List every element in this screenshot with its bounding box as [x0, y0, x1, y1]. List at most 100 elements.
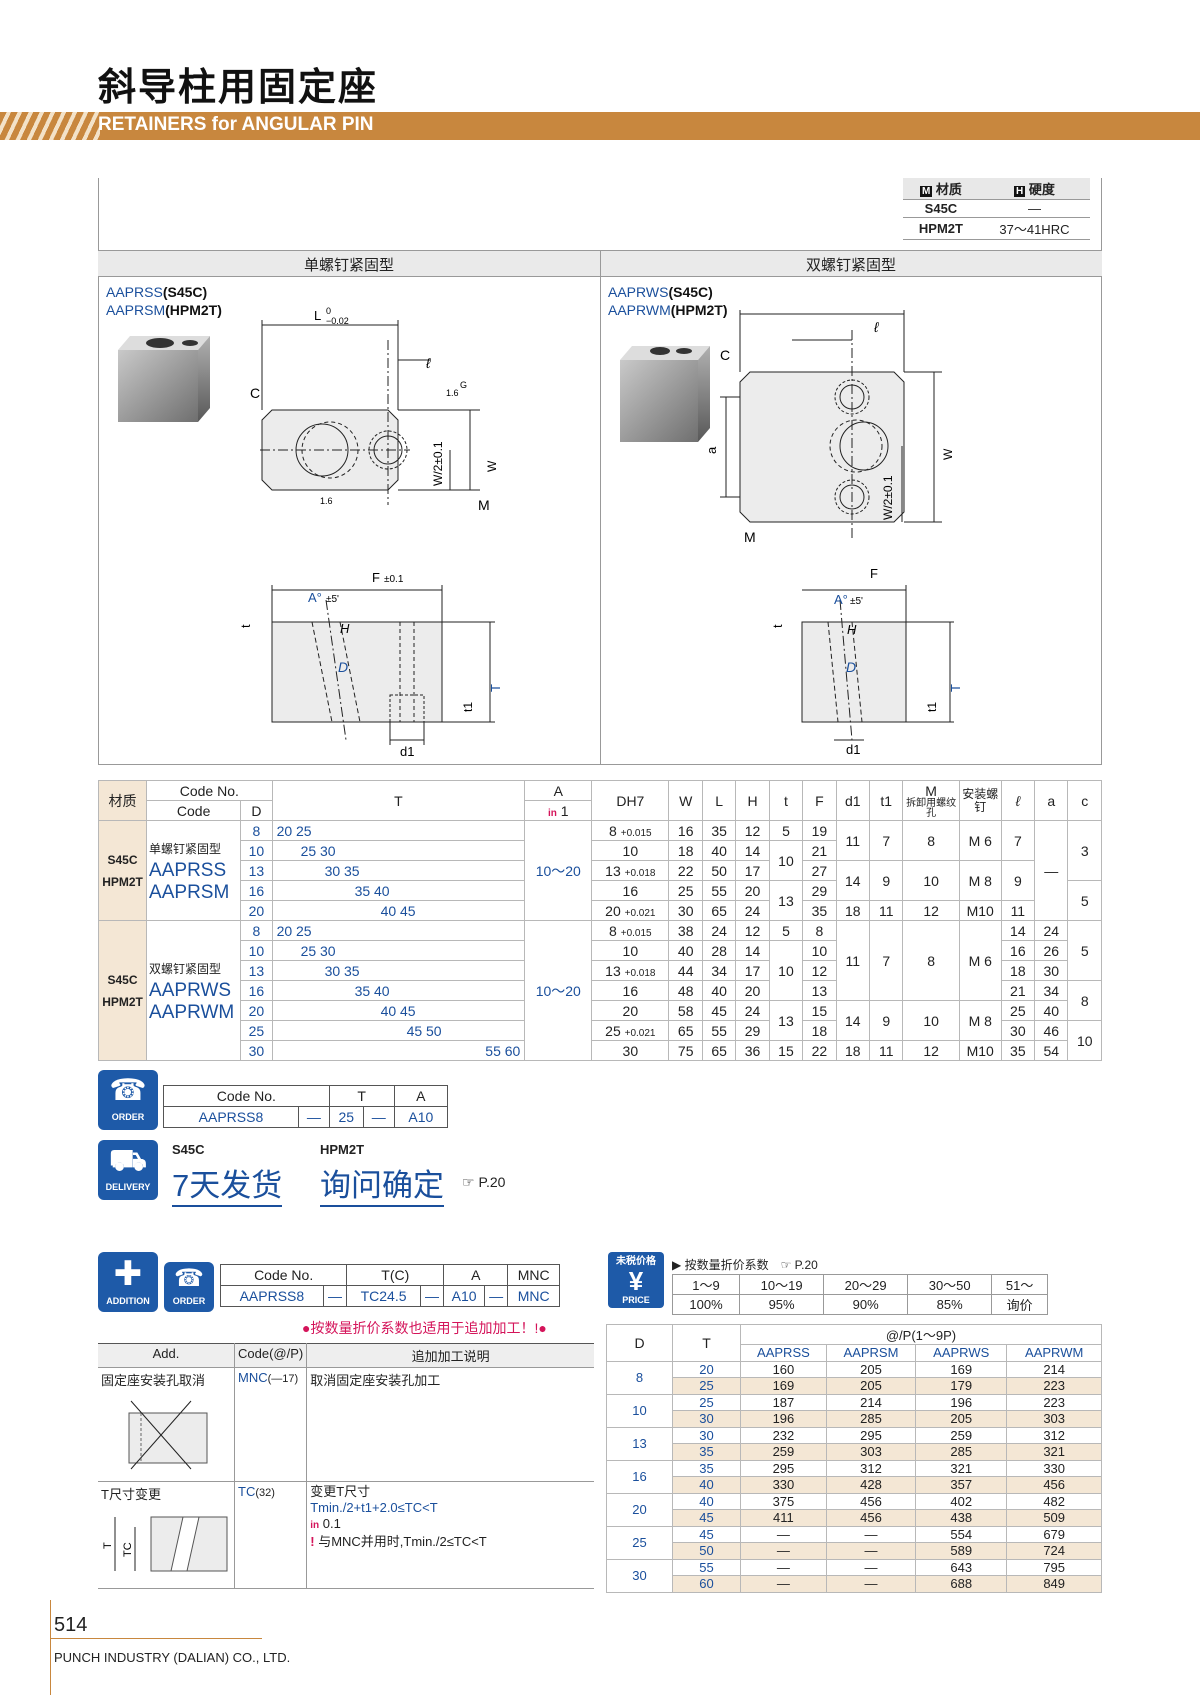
h-L: L [701, 780, 737, 821]
code: AAPRWM [608, 302, 671, 318]
company-name: PUNCH INDUSTRY (DALIAN) CO., LTD. [54, 1650, 291, 1665]
tol: +0.018 [624, 967, 656, 979]
add-desc1: 变更T尺寸 [310, 1484, 371, 1499]
price-cell: 456 [825, 1492, 917, 1510]
price-T-cell: 55 [672, 1558, 741, 1576]
disc-qty: 20～29 [823, 1274, 909, 1295]
price-cell: — [740, 1525, 827, 1543]
add-h: A [443, 1264, 509, 1286]
double-codes: AAPRWS(S45C) AAPRWM(HPM2T) [608, 283, 728, 319]
side-view [801, 585, 954, 741]
add-v: TC24.5 [346, 1285, 421, 1307]
double-drawing: L ℓ C M a W/2±0.1 W F A° ±5' H D t T t1 … [620, 300, 963, 757]
L-cell: 28 [701, 940, 737, 961]
d1-cell: 11 [835, 920, 871, 1001]
m-icon: M [919, 186, 933, 197]
F-cell: 22 [802, 1040, 837, 1061]
dim-A-tol: ±5' [850, 596, 863, 607]
F-cell: 10 [802, 940, 837, 961]
price-cell: 312 [1006, 1426, 1102, 1444]
price-T-cell: 50 [672, 1542, 741, 1560]
delivery-inquire: 询问确定 [320, 1160, 444, 1207]
add-v: A10 [443, 1285, 485, 1307]
t-cell: 5 [768, 820, 804, 841]
delivery-days: 7天发货 [172, 1160, 283, 1207]
l-cell: 25 [1000, 1000, 1036, 1021]
add-desc3: 0.1 [322, 1516, 341, 1531]
plus-icon: ✚ [113, 1255, 143, 1293]
price-cell: 295 [825, 1426, 917, 1444]
h-A-unit: in 1 [524, 800, 593, 821]
single-codes: AAPRSS(S45C) AAPRSM(HPM2T) [106, 283, 222, 319]
L-cell: 24 [701, 920, 737, 941]
M-cell: 12 [902, 900, 960, 921]
dim-a: a [704, 446, 719, 454]
price-h-T: T [672, 1324, 741, 1362]
l-cell: 30 [1000, 1020, 1036, 1041]
L-cell: 50 [701, 860, 737, 881]
price-cell: 214 [1006, 1360, 1102, 1378]
Dh7-cell: 16 [591, 980, 670, 1001]
h-screw: 安装螺钉 [958, 780, 1002, 821]
price-cell: — [825, 1558, 917, 1576]
F-cell: 27 [802, 860, 837, 881]
price-T-cell: 45 [672, 1509, 741, 1527]
roughness-g: G [460, 380, 467, 390]
dim-A-tol: ±5' [326, 594, 339, 605]
dim-C: C [720, 347, 730, 363]
price-cell: 196 [915, 1393, 1008, 1411]
a-cell: 54 [1034, 1040, 1069, 1061]
hard-cell: — [978, 199, 1090, 218]
D-cell: 16 [240, 980, 273, 1001]
W-cell: 48 [668, 980, 703, 1001]
dim-t1: t1 [461, 702, 475, 712]
add-th: Add. [98, 1343, 235, 1368]
M-cell: 10 [902, 860, 960, 901]
price-cell: — [825, 1575, 917, 1593]
F-cell: 8 [802, 920, 837, 941]
dim-F-tol: ±0.1 [384, 574, 404, 585]
M-cell: 8 [902, 820, 960, 861]
Dh7-cell: 13 +0.018 [591, 860, 670, 881]
L-cell: 65 [701, 1040, 737, 1061]
L-cell: 40 [701, 840, 737, 861]
h-M-sub: 拆卸用螺纹孔 [906, 797, 957, 819]
t1-cell: 11 [869, 900, 904, 921]
hard-cell: 37～41HRC [978, 217, 1090, 240]
h-mat: 材质 [97, 780, 148, 821]
order-v: A10 [393, 1106, 449, 1128]
W-cell: 22 [668, 860, 703, 881]
disc-title: ▶ 按数量折价系数 [672, 1258, 769, 1272]
h-W: W [668, 780, 703, 821]
price-cell: 402 [915, 1492, 1008, 1510]
mat-head-label: 材质 [935, 182, 962, 197]
H-cell: 36 [735, 1040, 770, 1061]
t-cell: 10 [768, 840, 804, 881]
a-cell: 26 [1034, 940, 1069, 961]
single-drawing: L 0 −0.02 ℓ C M 1.6 G 1.6 W/2±0.1 W F ±0… [118, 306, 503, 759]
price-T-cell: 40 [672, 1476, 741, 1494]
add-price: (32) [255, 1487, 275, 1499]
H-cell: 17 [735, 960, 770, 981]
price-cell: 223 [1006, 1393, 1102, 1411]
price-cell: 259 [740, 1443, 827, 1461]
D-cell: 25 [240, 1020, 273, 1041]
top-view [720, 310, 942, 540]
h-code: Code [146, 800, 242, 821]
t1-cell: 9 [869, 860, 904, 901]
addition-icon-label: ADDITION [106, 1296, 150, 1306]
mat2: HPM2T [102, 874, 143, 889]
t-cell: 10 [768, 940, 804, 1001]
dim-t: t [238, 624, 253, 628]
price-cell: 688 [915, 1575, 1008, 1593]
dim-C: C [250, 385, 260, 401]
order-icon-label: ORDER [111, 1112, 145, 1122]
c-cell: 10 [1067, 1020, 1102, 1061]
Dh7-cell: 13 +0.018 [591, 960, 670, 981]
